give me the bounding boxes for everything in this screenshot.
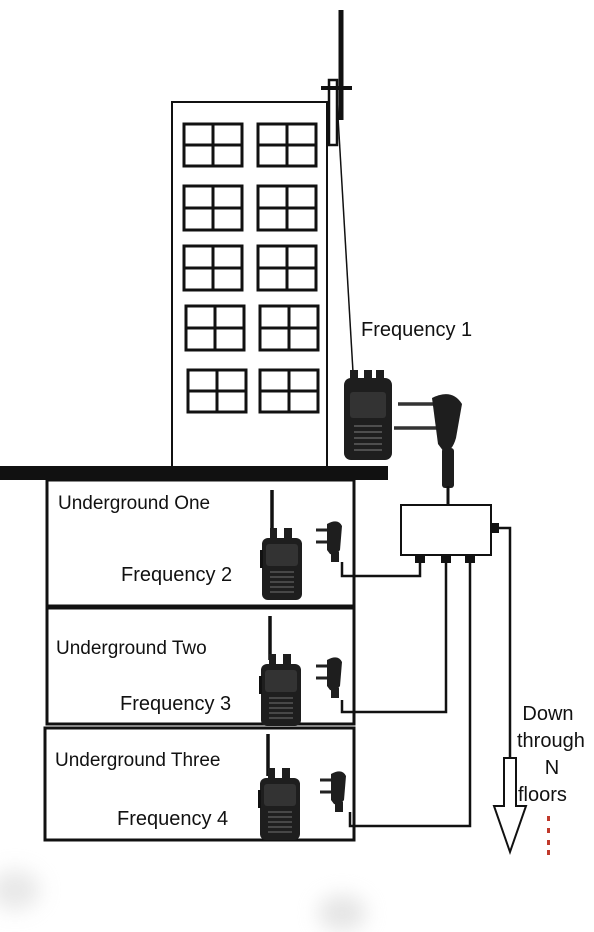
down-label-line-3: N — [544, 757, 560, 779]
earpiece-plug-icon — [318, 769, 348, 814]
frequency-4-label: Frequency 4 — [117, 808, 229, 830]
down-label-line-1: Down — [522, 703, 574, 725]
building — [171, 101, 328, 468]
floor-underground-three — [43, 726, 356, 842]
frequency-1-label: Frequency 1 — [361, 319, 473, 341]
underground-one-label: Underground One — [58, 493, 211, 514]
splitter-box-icon — [400, 504, 499, 563]
floor-underground-one — [45, 478, 356, 608]
walkie-talkie-icon — [259, 490, 303, 601]
down-label-line-4: floors — [518, 784, 567, 806]
down-arrow-icon — [492, 757, 528, 856]
underground-floors — [43, 478, 356, 842]
cables — [340, 526, 512, 828]
walkie-talkie-icon — [344, 370, 392, 460]
frequency-3-label: Frequency 3 — [120, 693, 232, 715]
floor-underground-two — [45, 606, 356, 726]
building-windows — [182, 122, 320, 414]
smudge-left — [0, 870, 40, 910]
down-through-n-floors-label: Down through N floors — [516, 704, 594, 805]
earpiece-plug-icon — [314, 519, 344, 564]
down-label-line-2: through — [517, 730, 585, 752]
underground-two-label: Underground Two — [56, 638, 207, 659]
earpiece-plug-icon — [394, 394, 462, 504]
walkie-talkie-icon — [257, 734, 301, 841]
ground-line — [0, 466, 388, 480]
earpiece-plug-icon — [314, 655, 344, 700]
walkie-talkie-icon — [258, 616, 302, 727]
continuation-dots — [547, 816, 550, 855]
antenna-icon — [321, 10, 354, 373]
frequency-2-label: Frequency 2 — [121, 564, 233, 586]
smudge-center — [318, 895, 366, 931]
underground-three-label: Underground Three — [55, 750, 221, 771]
